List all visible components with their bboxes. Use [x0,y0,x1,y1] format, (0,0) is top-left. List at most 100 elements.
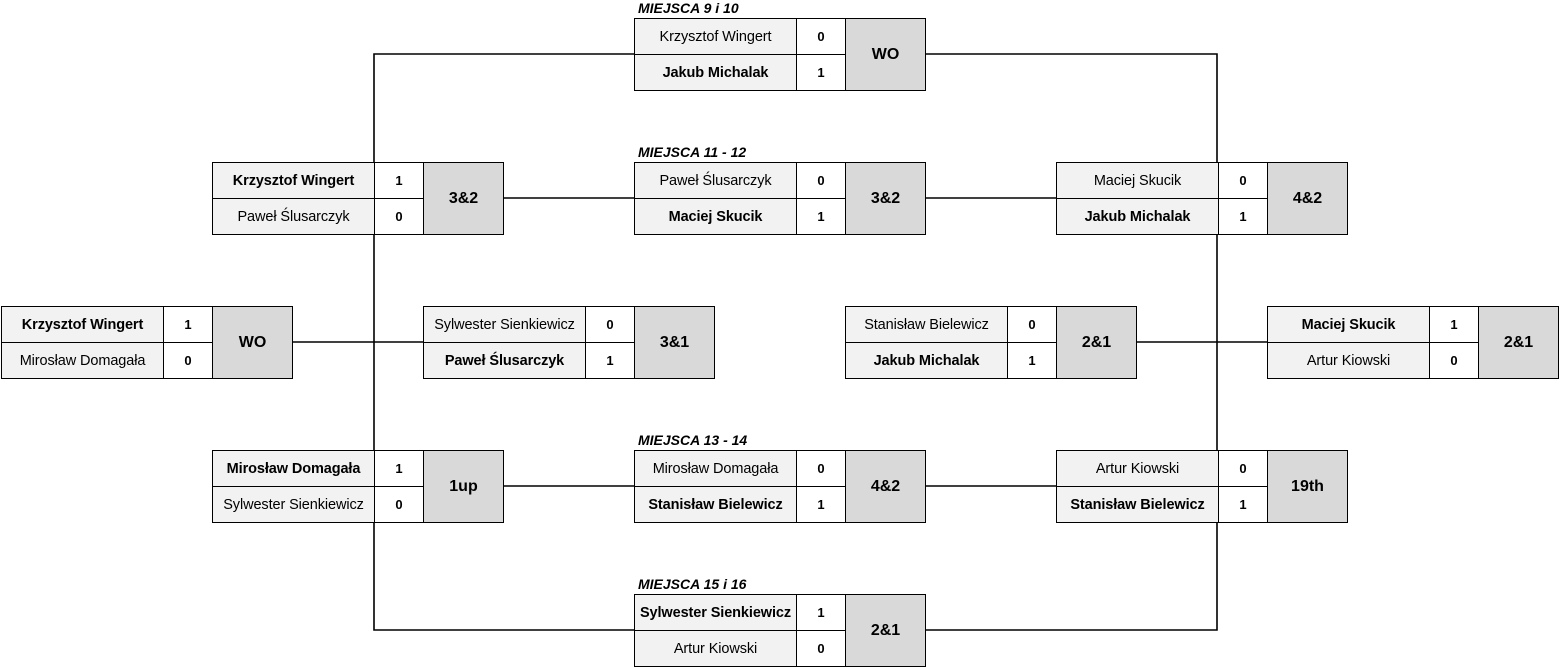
match-result: WO [212,306,293,379]
player-score: 0 [585,306,635,343]
player-name: Sylwester Sienkiewicz [634,594,797,631]
player-score: 1 [796,198,846,235]
player-name: Mirosław Domagała [212,450,375,487]
player-score: 1 [1429,306,1479,343]
player-name: Krzysztof Wingert [634,18,797,55]
player-score: 1 [796,594,846,631]
player-name: Jakub Michalak [845,342,1008,379]
player-score: 0 [374,486,424,523]
player-name: Krzysztof Wingert [212,162,375,199]
connector-left-9-10 [373,53,634,162]
connector-left-15-16 [373,522,634,631]
match-result: 2&1 [1478,306,1559,379]
player-name: Krzysztof Wingert [1,306,164,343]
player-name: Stanisław Bielewicz [845,306,1008,343]
connector-right-15-16 [926,522,1218,631]
match-result: WO [845,18,926,91]
player-score: 0 [1218,162,1268,199]
match-result: 4&2 [1267,162,1348,235]
player-name: Artur Kiowski [1056,450,1219,487]
player-score: 0 [796,18,846,55]
player-score: 1 [1007,342,1057,379]
match-result: 19th [1267,450,1348,523]
player-name: Paweł Ślusarczyk [212,198,375,235]
player-score: 0 [1218,450,1268,487]
match-result: 3&2 [845,162,926,235]
player-score: 1 [796,54,846,91]
player-score: 1 [163,306,213,343]
match-result: 2&1 [1056,306,1137,379]
player-name: Mirosław Domagała [634,450,797,487]
player-score: 0 [796,162,846,199]
player-name: Jakub Michalak [634,54,797,91]
match-result: 4&2 [845,450,926,523]
match-result: 1up [423,450,504,523]
player-score: 0 [1429,342,1479,379]
player-name: Maciej Skucik [1056,162,1219,199]
player-name: Paweł Ślusarczyk [634,162,797,199]
place-label-13-14: MIEJSCA 13 - 14 [638,432,748,448]
player-score: 0 [1007,306,1057,343]
player-name: Jakub Michalak [1056,198,1219,235]
player-name: Artur Kiowski [1267,342,1430,379]
match-result: 3&1 [634,306,715,379]
place-label-15-16: MIEJSCA 15 i 16 [638,576,747,592]
player-name: Maciej Skucik [634,198,797,235]
player-score: 1 [585,342,635,379]
player-name: Stanisław Bielewicz [634,486,797,523]
player-score: 0 [374,198,424,235]
player-score: 0 [163,342,213,379]
player-score: 1 [1218,198,1268,235]
player-score: 1 [374,162,424,199]
player-name: Maciej Skucik [1267,306,1430,343]
player-score: 0 [796,630,846,667]
connector-right-9-10 [926,53,1218,162]
match-result: 3&2 [423,162,504,235]
player-name: Sylwester Sienkiewicz [212,486,375,523]
player-name: Mirosław Domagała [1,342,164,379]
match-result: 2&1 [845,594,926,667]
player-name: Sylwester Sienkiewicz [423,306,586,343]
